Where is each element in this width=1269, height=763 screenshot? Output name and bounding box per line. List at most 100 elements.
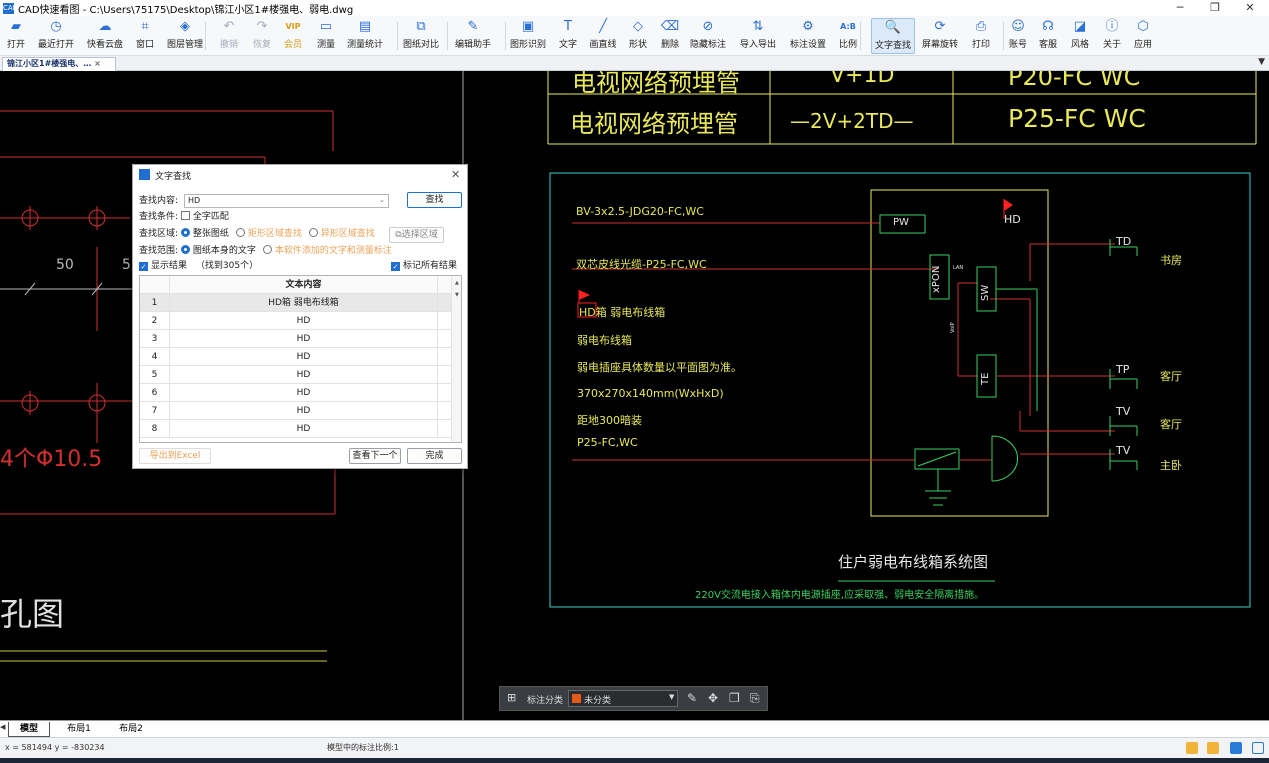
document-tab-bar: 锦江小区1#楼强电、… × ▼ [0,56,1269,71]
tab-layout1[interactable]: 布局1 [67,724,91,734]
toolbar-button-18[interactable]: ⇅导入导出 [737,18,779,54]
close-tab-icon[interactable]: × [94,59,101,68]
area-rect-radio[interactable] [235,228,245,237]
tab-scroll-icon[interactable]: ◀ [0,723,6,731]
dialog-close-icon[interactable]: ✕ [451,168,461,181]
toolbar-button-17[interactable]: ⊘隐藏标注 [686,18,730,54]
toolbar-button-16[interactable]: ⌫删除 [656,18,684,54]
lan-label: LAN [953,265,964,271]
toolbar-button-14[interactable]: ╱画直线 [586,18,620,54]
move-icon[interactable]: ✥ [708,691,719,705]
toolbar-label: 文字 [558,40,577,50]
toolbar-label: 图层管理 [166,40,203,50]
row-text: HD [170,330,438,348]
area-rect-label: 矩形区域查找 [247,229,302,239]
toolbar-button-12[interactable]: ▣图形识别 [506,18,550,54]
toolbar-button-3[interactable]: ⌗窗口 [131,18,159,54]
text-search-icon: 🔍 [884,20,902,35]
toolbar-button-15[interactable]: ◇形状 [624,18,652,54]
toolbar-button-24[interactable]: ☺账号 [1004,18,1032,54]
export-excel-button[interactable]: 导出到Excel [139,448,211,464]
toolbar-button-6[interactable]: ↷恢复 [248,18,276,54]
output-room-3: 客厅 [1160,418,1182,431]
toolbar-button-8[interactable]: ▭测量 [312,18,340,54]
toolbar-button-9[interactable]: ▤测量统计 [343,18,387,54]
select-area-button[interactable]: ⧉选择区域 [389,227,444,243]
status-tool-icon-4[interactable] [1252,742,1264,754]
toolbar-button-21[interactable]: 🔍文字查找 [871,18,915,54]
toolbar-button-22[interactable]: ⟳屏幕旋转 [918,18,962,54]
table-cell-1: 电视网络预埋管 [570,110,738,138]
status-tool-icon-3[interactable] [1230,742,1242,754]
close-button[interactable]: ✕ [1245,1,1255,14]
full-match-checkbox[interactable] [180,211,190,220]
toolbar-label: 导入导出 [739,40,776,50]
grid-icon[interactable]: ⊞ [507,691,517,704]
range-drawing-label: 图纸本身的文字 [192,246,256,256]
scroll-up-icon[interactable]: ▲ [455,280,459,286]
restore-button[interactable]: ❐ [1210,1,1220,14]
edit-assistant-icon: ✎ [467,19,479,34]
range-drawing-radio[interactable] [180,245,190,254]
area-irregular-radio[interactable] [308,228,318,237]
range-software-radio[interactable] [262,245,272,254]
status-tool-icon-2[interactable] [1207,742,1219,754]
status-tool-icon-1[interactable] [1186,742,1198,754]
toolbar-button-5[interactable]: ↶撤销 [215,18,243,54]
table-cell-2: —2V+2TD— [790,109,914,133]
shape-recognize-icon: ▣ [521,19,535,34]
row-number: 3 [140,330,170,348]
output-room-1: 书房 [1160,254,1182,267]
show-results-checkbox[interactable]: ✓ [139,262,148,271]
toolbar-button-11[interactable]: ✎编辑助手 [452,18,494,54]
window-icon: ⌗ [141,19,149,34]
document-tab[interactable]: 锦江小区1#楼强电、… × [2,57,116,71]
copy-icon[interactable]: ❐ [729,691,740,705]
toolbar-button-19[interactable]: ⚙标注设置 [786,18,830,54]
note-2: 弱电布线箱 [577,334,632,347]
mark-all-checkbox[interactable]: ✓ [391,262,400,271]
table-top-cell-2: V+1D [830,71,895,88]
toolbar-button-26[interactable]: ◪风格 [1066,18,1094,54]
tab-overflow-icon[interactable]: ▼ [1258,57,1265,67]
redo-icon: ↷ [256,19,268,34]
toolbar-button-25[interactable]: ☊客服 [1034,18,1062,54]
toolbar-button-0[interactable]: ▰打开 [2,18,30,54]
next-result-button[interactable]: 查看下一个 [349,448,401,464]
scroll-down-icon[interactable]: ▼ [455,292,459,298]
hole-note: 4个Φ10.5 [0,447,103,472]
done-button[interactable]: 完成 [407,448,462,464]
results-scrollbar[interactable]: ▲ ▼ [451,276,461,442]
toolbar-button-23[interactable]: ⎙打印 [967,18,995,54]
tab-model[interactable]: 模型 [8,722,50,737]
toolbar-button-1[interactable]: ◷最近打开 [35,18,77,54]
tab-layout2[interactable]: 布局2 [119,724,143,734]
search-input[interactable]: HD ⌄ [184,194,389,208]
minimize-button[interactable]: ─ [1176,1,1184,14]
chevron-down-icon[interactable]: ⌄ [379,196,385,204]
toolbar-label: 应用 [1133,40,1152,50]
find-button[interactable]: 查找 [407,192,462,208]
toolbar-button-4[interactable]: ◈图层管理 [163,18,207,54]
toolbar-button-28[interactable]: ⬡应用 [1129,18,1157,54]
toolbar-button-2[interactable]: ☁快看云盘 [83,18,127,54]
edit-annotation-icon[interactable]: ✎ [687,691,698,705]
paste-icon[interactable]: ⎘ [750,691,760,705]
area-whole-radio[interactable] [180,228,190,237]
toolbar-label: 屏幕旋转 [921,40,958,50]
annotation-category-select[interactable]: 未分类 ▼ [568,690,678,707]
toolbar-button-10[interactable]: ⧉图纸对比 [400,18,442,54]
